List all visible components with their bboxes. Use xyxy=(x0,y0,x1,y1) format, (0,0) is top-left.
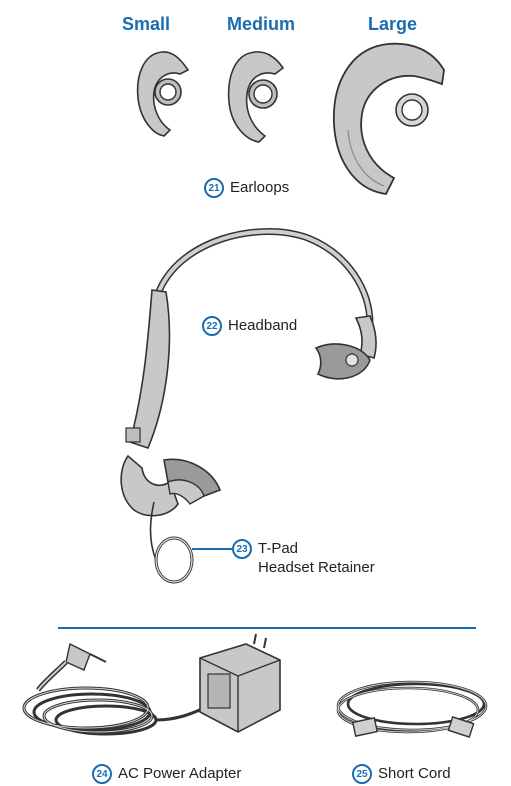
short-cord-icon xyxy=(326,660,496,750)
item-number-badge: 21 xyxy=(204,178,224,198)
section-divider xyxy=(58,627,476,629)
earloop-large-icon xyxy=(328,40,448,200)
callout-ac-power-adapter: 24 AC Power Adapter xyxy=(92,764,241,784)
short-cord-label: Short Cord xyxy=(378,764,451,783)
ac-power-adapter-icon xyxy=(16,640,286,750)
item-number-badge: 24 xyxy=(92,764,112,784)
ac-power-adapter-label: AC Power Adapter xyxy=(118,764,241,783)
callout-t-pad: 23 T-Pad Headset Retainer xyxy=(232,539,375,577)
callout-headband: 22 Headband xyxy=(202,316,297,336)
earloop-medium-icon xyxy=(225,48,291,144)
t-pad-label: T-Pad xyxy=(258,539,375,558)
size-label-medium: Medium xyxy=(227,14,295,35)
headband-icon xyxy=(108,220,388,530)
callout-earloops: 21 Earloops xyxy=(204,178,289,198)
earloops-label: Earloops xyxy=(230,178,289,197)
headband-label: Headband xyxy=(228,316,297,335)
t-pad-sublabel: Headset Retainer xyxy=(258,558,375,577)
size-label-large: Large xyxy=(368,14,417,35)
item-number-badge: 22 xyxy=(202,316,222,336)
item-number-badge: 25 xyxy=(352,764,372,784)
earloop-small-icon xyxy=(134,48,194,138)
size-label-small: Small xyxy=(122,14,170,35)
t-pad-leader-line xyxy=(192,548,232,550)
callout-short-cord: 25 Short Cord xyxy=(352,764,451,784)
item-number-badge: 23 xyxy=(232,539,252,559)
